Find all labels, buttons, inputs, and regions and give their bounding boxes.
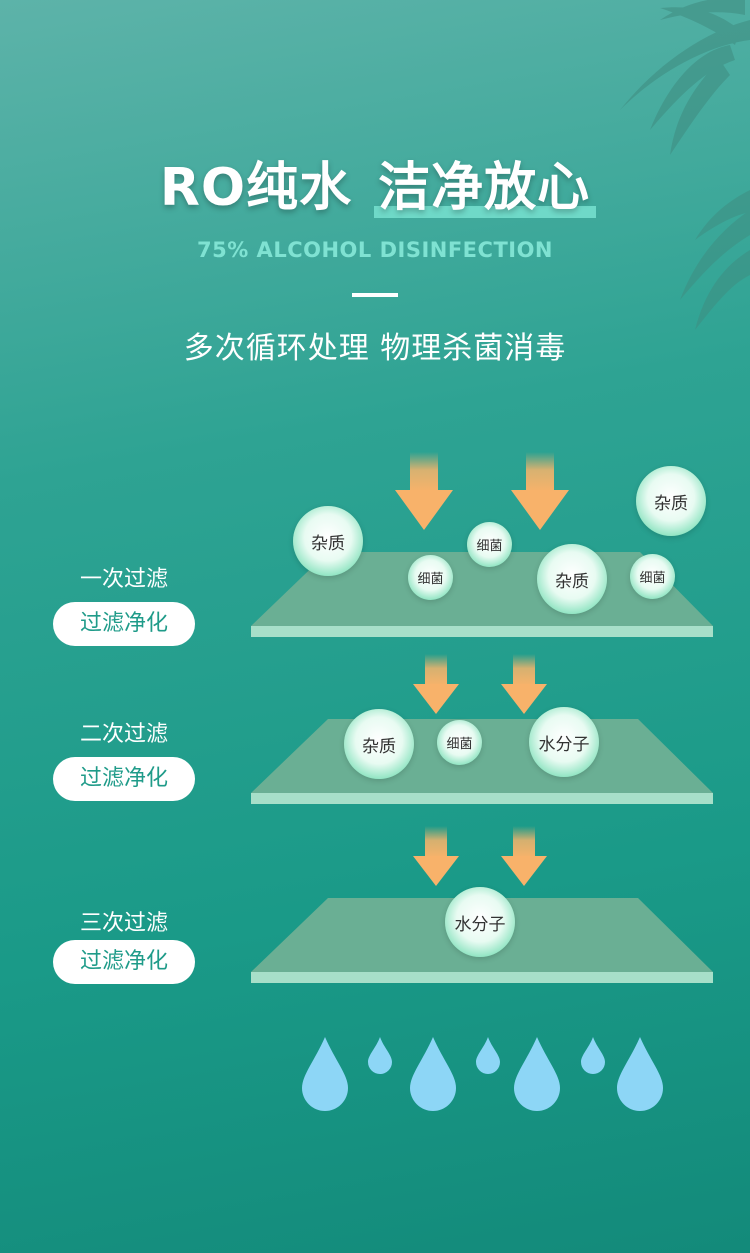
down-arrow-icon: [413, 654, 459, 714]
down-arrow-icon: [501, 826, 547, 886]
page-title: RO纯水洁净放心: [0, 145, 750, 220]
bacteria-bubble: 细菌: [467, 522, 512, 567]
water-drop-icon: [476, 1037, 500, 1074]
water-molecule-bubble: 水分子: [529, 707, 599, 777]
stage-1-pill: 过滤净化: [53, 602, 195, 646]
filter-plate-2: [251, 719, 713, 804]
water-drop-icon: [617, 1037, 663, 1111]
water-drop-icon: [368, 1037, 392, 1074]
down-arrow-icon: [501, 654, 547, 714]
divider: [352, 293, 398, 297]
water-molecule-bubble: 水分子: [445, 887, 515, 957]
impurity-bubble: 杂质: [636, 466, 706, 536]
water-drop-icon: [514, 1037, 560, 1111]
title-part2: 洁净放心: [378, 158, 591, 218]
bacteria-bubble: 细菌: [630, 554, 675, 599]
stage-1-label: 一次过滤: [79, 567, 168, 592]
stage-3-pill: 过滤净化: [53, 940, 195, 984]
title-highlight-bar: [374, 206, 597, 218]
impurity-bubble: 杂质: [293, 506, 363, 576]
water-drop-icon: [410, 1037, 456, 1111]
bacteria-bubble: 细菌: [408, 555, 453, 600]
stage-2-label: 二次过滤: [79, 722, 168, 747]
water-drop-icon: [581, 1037, 605, 1074]
water-drop-icon: [302, 1037, 348, 1111]
bacteria-bubble: 细菌: [437, 720, 482, 765]
impurity-bubble: 杂质: [537, 544, 607, 614]
stage-2-pill: 过滤净化: [53, 757, 195, 801]
subtitle-en: 75% ALCOHOL DISINFECTION: [196, 238, 554, 262]
stage-3-label: 三次过滤: [79, 911, 168, 936]
down-arrow-icon: [511, 452, 569, 530]
impurity-bubble: 杂质: [344, 709, 414, 779]
down-arrow-icon: [395, 452, 453, 530]
title-part1: RO纯水: [159, 158, 353, 218]
palm-leaf-icon: [620, 0, 750, 155]
palm-leaf-icon: [680, 190, 750, 330]
title-part2-highlight: 洁净放心: [374, 145, 597, 220]
down-arrow-icon: [413, 826, 459, 886]
tagline: 多次循环处理 物理杀菌消毒: [183, 331, 567, 366]
